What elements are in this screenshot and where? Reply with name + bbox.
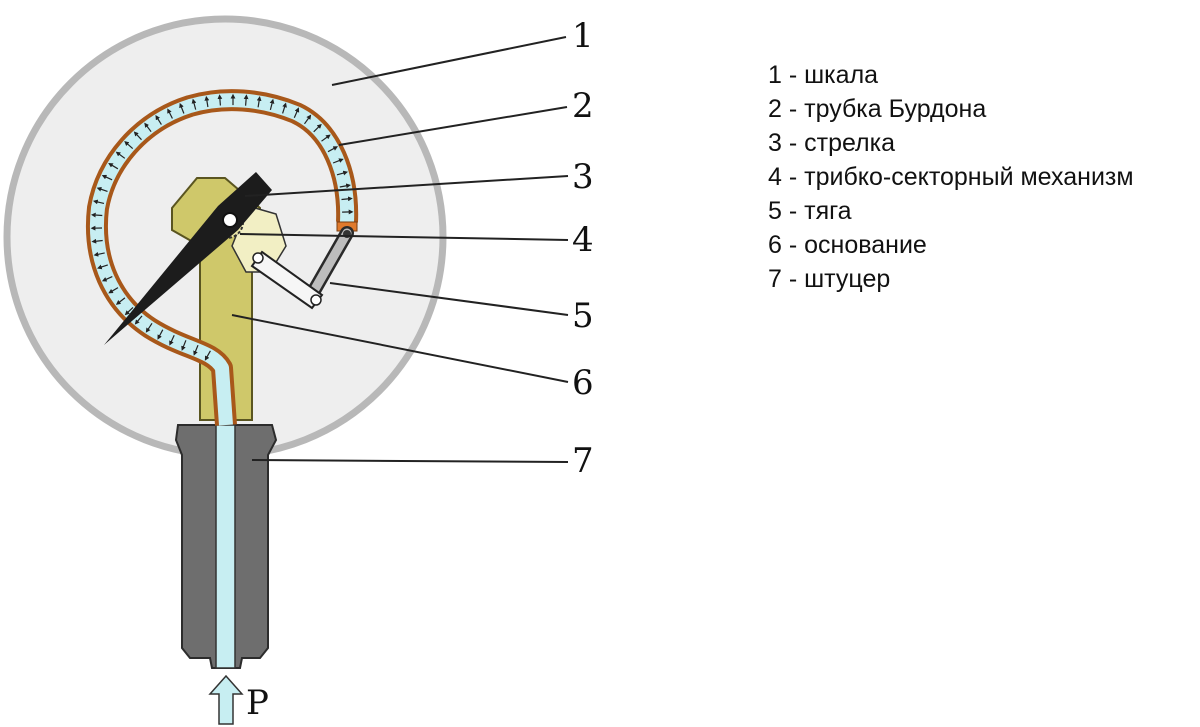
pressure-arrow-mark xyxy=(341,196,353,202)
callout-number-7: 7 xyxy=(572,441,594,481)
legend-item-linkage-rod: 5 - тяга xyxy=(768,197,852,225)
pressure-arrow-mark xyxy=(327,146,339,153)
leader-lines xyxy=(231,36,569,463)
pressure-arrow-mark xyxy=(145,322,153,333)
legend: 1 - шкала 2 - трубка Бурдона 3 - стрелка… xyxy=(768,58,1134,296)
legend-item-gear-sector-mechanism: 4 - трибко-секторный механизм xyxy=(768,163,1134,191)
pressure-arrow-mark xyxy=(181,340,187,351)
pressure-arrow-mark xyxy=(179,102,185,114)
pressure-arrow-mark xyxy=(313,123,322,133)
leader-line-7 xyxy=(251,459,569,463)
pressure-arrow-mark xyxy=(336,170,349,176)
pressure-arrow-mark xyxy=(243,94,249,106)
legend-item-fitting: 7 - штуцер xyxy=(768,265,891,293)
pressure-arrow-mark xyxy=(124,306,134,316)
pressure-arrow-mark xyxy=(133,131,142,141)
leader-line-1 xyxy=(331,36,567,86)
callout-number-6: 6 xyxy=(572,363,594,403)
pressure-arrow-mark xyxy=(157,329,164,340)
pressure-label: P xyxy=(246,683,269,723)
legend-item-base: 6 - основание xyxy=(768,231,927,259)
legend-item-bourdon-tube: 2 - трубка Бурдона xyxy=(768,95,987,123)
pressure-arrow-mark xyxy=(101,276,113,282)
pressure-arrow-mark xyxy=(115,297,126,305)
callout-number-3: 3 xyxy=(572,157,594,197)
pressure-arrow-mark xyxy=(282,102,287,114)
pressure-arrow-mark xyxy=(293,107,300,118)
callout-number-2: 2 xyxy=(572,86,594,126)
callout-number-1: 1 xyxy=(572,16,594,56)
pressure-arrow-mark xyxy=(204,350,211,361)
pressure-arrow-mark xyxy=(124,140,134,150)
pressure-arrow-mark xyxy=(217,94,223,106)
pressure-arrow-mark xyxy=(339,183,351,189)
bourdon-tube xyxy=(86,89,359,426)
pressure-arrow-mark xyxy=(97,264,108,270)
pressure-arrow-mark xyxy=(204,95,210,108)
pressure-arrow-mark xyxy=(101,174,113,181)
pressure-arrow-mark xyxy=(191,98,197,110)
pressure-arrow-mark xyxy=(91,238,103,244)
pressure-arrow-mark xyxy=(144,122,152,133)
pressure-arrow-mark xyxy=(169,335,175,346)
pressure-arrow-mark xyxy=(332,158,344,164)
pressure-arrow-mark xyxy=(304,114,312,125)
pressure-arrow-mark xyxy=(155,114,162,125)
leader-line-3 xyxy=(244,175,569,197)
pointer-needle xyxy=(104,172,272,345)
legend-item-scale: 1 - шкала xyxy=(768,61,879,89)
callout-number-4: 4 xyxy=(572,220,594,260)
pressure-arrow-mark xyxy=(108,162,119,170)
callout-number-5: 5 xyxy=(572,296,594,336)
leader-line-6 xyxy=(231,314,569,383)
fitting-channel xyxy=(215,424,236,669)
pressure-arrow-mark xyxy=(321,134,331,142)
leader-line-5 xyxy=(329,282,569,316)
pressure-arrow-mark xyxy=(167,108,173,119)
pressure-arrow-mark xyxy=(256,96,262,108)
pressure-arrow xyxy=(208,674,244,725)
pressure-arrow-mark xyxy=(193,344,199,356)
pressure-arrow-mark xyxy=(90,212,103,218)
pressure-arrow-mark xyxy=(92,199,105,205)
pressure-arrow-mark xyxy=(93,251,105,257)
pressure-arrow-mark xyxy=(108,287,119,294)
leader-line-2 xyxy=(338,106,568,146)
pressure-arrow-mark xyxy=(134,315,143,325)
pressure-arrow-mark xyxy=(269,98,275,111)
pressure-arrow-mark xyxy=(96,186,108,192)
leader-line-4 xyxy=(239,233,569,241)
pressure-arrow-mark xyxy=(115,151,126,159)
legend-item-pointer: 3 - стрелка xyxy=(768,129,896,157)
